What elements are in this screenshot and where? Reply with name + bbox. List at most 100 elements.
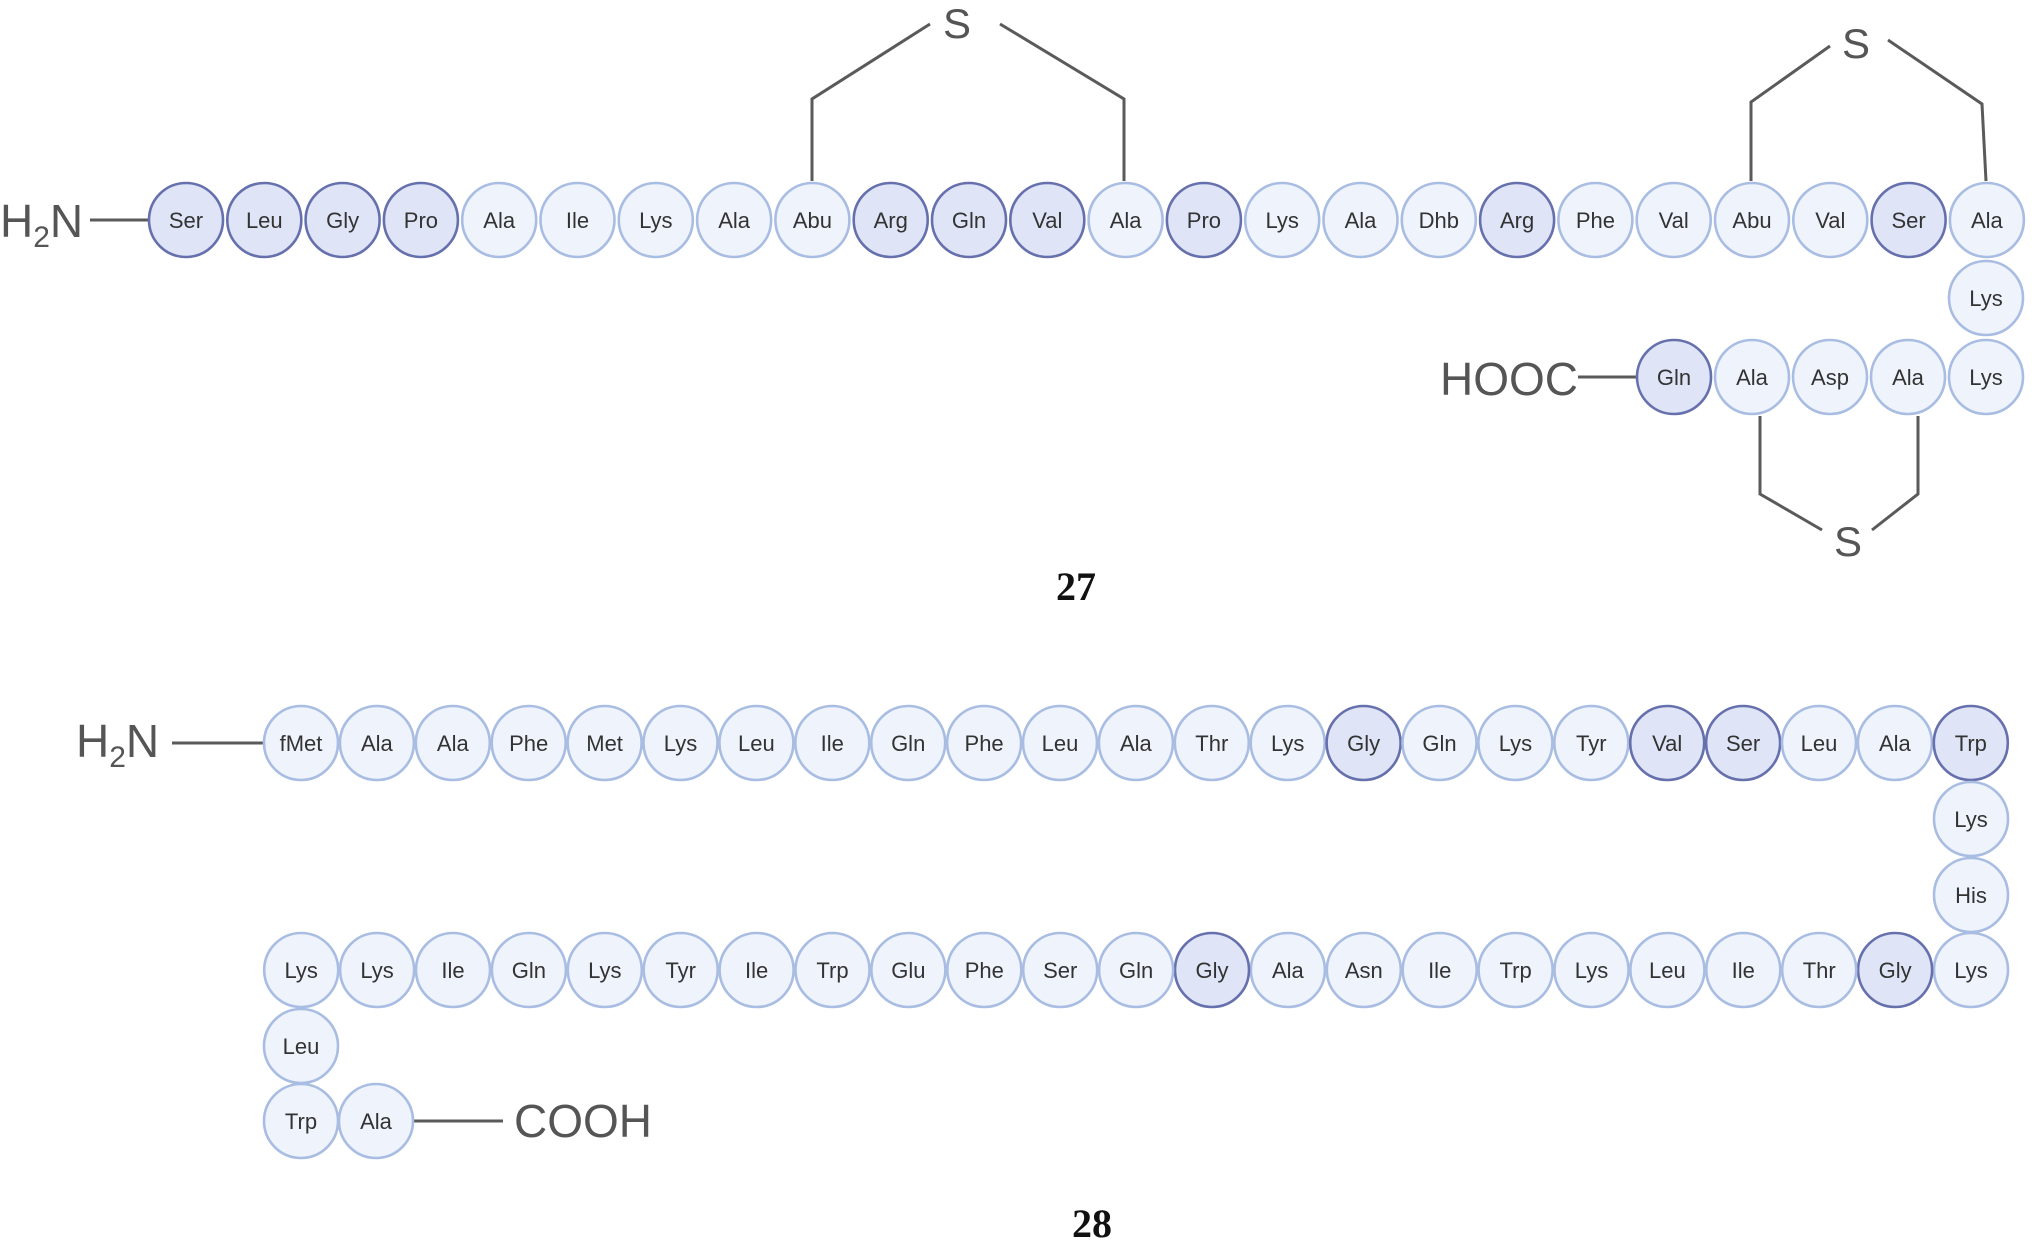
residue-label: Gly — [1196, 958, 1229, 983]
residue-label: Ala — [483, 208, 516, 233]
residue-label: Met — [586, 731, 623, 756]
residue-label: Trp — [1955, 731, 1987, 756]
residue-label: Ile — [1732, 958, 1755, 983]
residue-label: Gln — [512, 958, 546, 983]
n-terminus-28: H2N — [76, 715, 159, 774]
c-terminus-27: HOOC — [1440, 353, 1578, 405]
residue-circle — [1249, 704, 1326, 782]
residue-circle — [642, 704, 719, 782]
residue-circle — [1553, 931, 1630, 1009]
residue-label: Glu — [891, 958, 925, 983]
residue-circle — [337, 1082, 415, 1160]
residue-label: Thr — [1195, 731, 1228, 756]
residue-label: Phe — [1576, 208, 1615, 233]
residue-label: Ala — [361, 731, 394, 756]
residue-label: Lys — [360, 958, 393, 983]
residue-circle — [262, 931, 340, 1009]
residue-label: Val — [1652, 731, 1682, 756]
residue-label: Thr — [1803, 958, 1836, 983]
residue-circle — [1869, 338, 1947, 416]
residue-circle — [1243, 181, 1321, 259]
residue-label: Lys — [1969, 286, 2002, 311]
residue-label: Ser — [169, 208, 203, 233]
residue-circle — [1173, 931, 1251, 1009]
residue-circle — [1713, 338, 1791, 416]
residue-label: Lys — [1954, 958, 1987, 983]
residue-circle — [1097, 704, 1175, 782]
residue-label: Gly — [1347, 731, 1380, 756]
residue-circle — [490, 931, 568, 1009]
residue-label: Gln — [1119, 958, 1153, 983]
residue-circle — [414, 931, 492, 1009]
residue-label: Ile — [821, 731, 844, 756]
residue-label: Phe — [509, 731, 548, 756]
residue-label: Lys — [1954, 807, 1987, 832]
residue-circle — [1856, 931, 1934, 1009]
residue-circle — [1477, 704, 1554, 782]
label-28: 28 — [1072, 1201, 1112, 1245]
residue-circle — [945, 931, 1023, 1009]
residue-label: Trp — [285, 1109, 317, 1134]
residue-circle — [1948, 181, 2026, 259]
residue-circle — [1021, 931, 1099, 1009]
residue-label: Lys — [1969, 365, 2002, 390]
residue-label: Trp — [816, 958, 848, 983]
residue-circle — [695, 181, 773, 259]
residue-label: Val — [1032, 208, 1062, 233]
thioether-bridge-3-left — [1758, 416, 1823, 532]
thioether-bridge-1-right — [999, 22, 1126, 181]
residue-label: His — [1955, 883, 1987, 908]
thioether-bridge-2-left — [1749, 44, 1831, 181]
residue-label: Arg — [874, 208, 908, 233]
residue-label: Asp — [1811, 365, 1849, 390]
residue-circle — [1635, 181, 1712, 259]
sulfur-3: S — [1834, 518, 1862, 565]
residue-circle — [1932, 780, 2010, 858]
residue-label: Leu — [283, 1034, 320, 1059]
residue-circle — [869, 704, 947, 782]
thioether-bridge-3-right — [1871, 416, 1920, 532]
residue-circle — [414, 704, 492, 782]
residue-circle — [147, 181, 225, 259]
residue-label: Leu — [1649, 958, 1686, 983]
residue-circle — [566, 704, 643, 782]
residue-circle — [304, 181, 381, 259]
residue-circle — [1322, 181, 1399, 259]
residue-label: Lys — [588, 958, 621, 983]
residue-circle — [1856, 704, 1934, 782]
residue-label: Gln — [1422, 731, 1456, 756]
residue-label: Gln — [952, 208, 986, 233]
residue-circle — [1932, 931, 2010, 1009]
residue-circle — [338, 704, 416, 782]
residue-label: Lys — [1271, 731, 1304, 756]
residue-label: Ile — [1428, 958, 1451, 983]
residue-circle — [1165, 181, 1243, 259]
residue-circle — [1870, 181, 1947, 259]
residue-circle — [642, 931, 720, 1009]
residue-label: Ala — [1272, 958, 1305, 983]
residue-circle — [1173, 704, 1251, 782]
residue-circle — [1400, 181, 1478, 259]
residue-circle — [382, 181, 460, 259]
residue-label: Gln — [1657, 365, 1691, 390]
residue-circle — [225, 181, 303, 259]
residue-label: Ile — [566, 208, 589, 233]
residue-label: Phe — [965, 958, 1004, 983]
residue-label: Pro — [404, 208, 438, 233]
residue-label: Tyr — [1576, 731, 1607, 756]
sulfur-1: S — [943, 0, 971, 47]
residue-label: Lys — [664, 731, 697, 756]
residue-circle — [1097, 931, 1175, 1009]
residue-label: Ser — [1726, 731, 1760, 756]
n-terminus-27: H2N — [0, 195, 83, 254]
residue-circle — [1947, 259, 2025, 337]
residue-label: Arg — [1500, 208, 1534, 233]
residue-circle — [794, 931, 871, 1009]
residue-label: Ala — [1110, 208, 1143, 233]
residue-circle — [870, 931, 947, 1009]
residue-circle — [1553, 704, 1630, 782]
